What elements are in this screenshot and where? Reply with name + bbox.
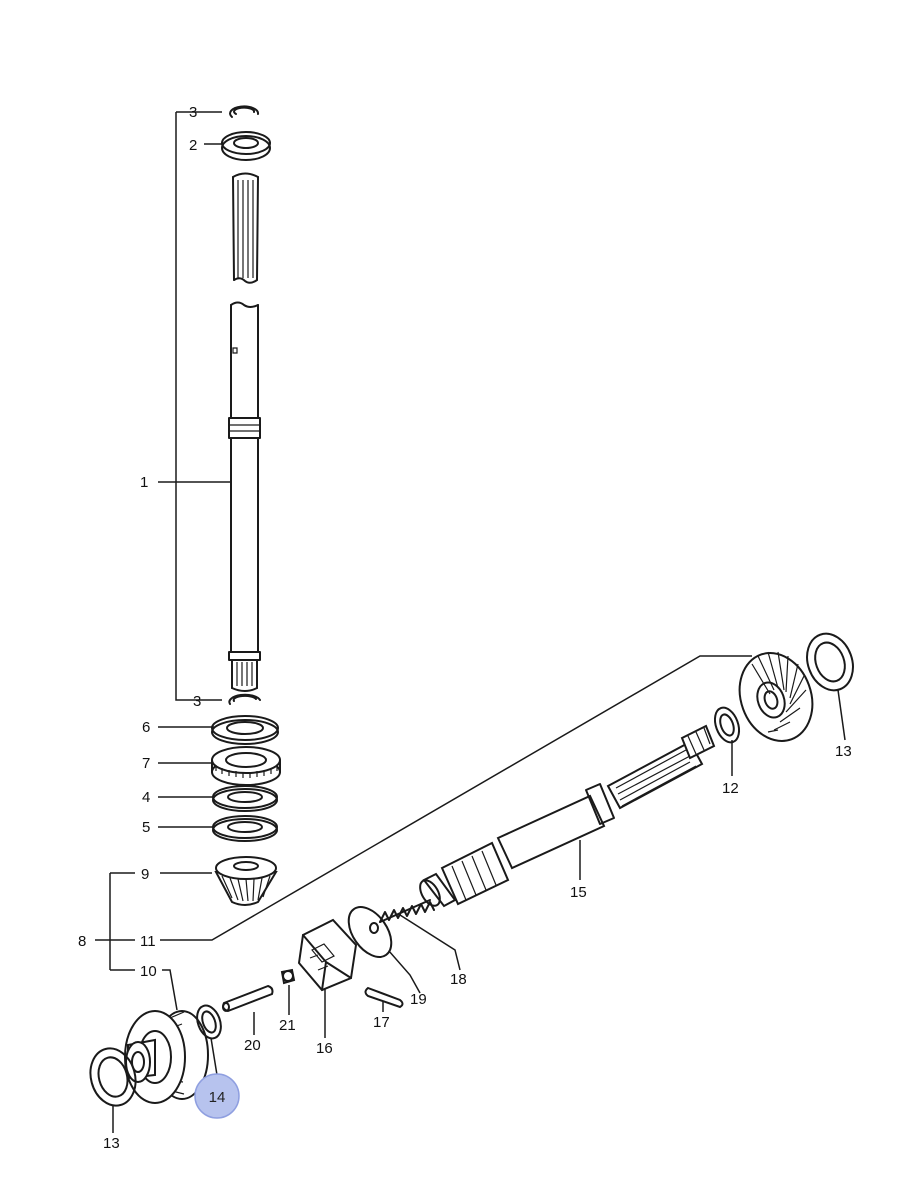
spring-18 <box>379 899 435 923</box>
callout-labels: 3 2 1 3 6 7 4 5 9 8 11 10 12 13 15 18 19… <box>78 104 852 1152</box>
highlighted-callout-14[interactable]: 14 <box>194 1073 240 1119</box>
propeller-shaft <box>419 724 716 908</box>
callout-2: 2 <box>189 137 197 154</box>
callout-1: 1 <box>140 474 148 491</box>
callout-5: 5 <box>142 819 150 836</box>
shim-13-right <box>806 632 854 692</box>
callout-12: 12 <box>722 780 739 797</box>
callout-7: 7 <box>142 755 150 772</box>
bearing-7 <box>211 746 281 786</box>
drive-shaft <box>228 172 261 692</box>
washer-5 <box>212 815 278 842</box>
oil-seal <box>221 131 271 161</box>
shim-12 <box>713 706 741 744</box>
callout-8: 8 <box>78 933 86 950</box>
shim-13-left <box>89 1047 137 1107</box>
callout-3-bottom: 3 <box>193 693 201 710</box>
callout-14: 14 <box>209 1089 226 1106</box>
callout-6: 6 <box>142 719 150 736</box>
forward-gear <box>124 1010 209 1104</box>
callout-13-right: 13 <box>835 743 852 760</box>
shim-14 <box>196 1004 222 1040</box>
callout-16: 16 <box>316 1040 333 1057</box>
pinion-gear <box>214 856 278 906</box>
callout-4: 4 <box>142 789 150 806</box>
callout-13-left: 13 <box>103 1135 120 1152</box>
clutch-dog <box>297 918 358 992</box>
washer-4 <box>212 785 278 812</box>
callout-20: 20 <box>244 1037 261 1054</box>
callout-11: 11 <box>140 933 156 950</box>
callout-3-top: 3 <box>189 104 197 121</box>
highlight-marker[interactable] <box>194 1073 240 1119</box>
pin-20 <box>222 984 274 1013</box>
leader-lines <box>95 111 846 1133</box>
pin-17 <box>364 986 404 1009</box>
circlip-bottom <box>228 693 261 705</box>
reverse-gear <box>738 651 814 742</box>
washer-6 <box>211 715 279 745</box>
circlip-top <box>229 105 260 118</box>
callout-9: 9 <box>141 866 149 883</box>
callout-15: 15 <box>570 884 587 901</box>
ball-21 <box>280 968 296 985</box>
callout-19: 19 <box>410 991 427 1008</box>
callout-17: 17 <box>373 1014 390 1031</box>
callout-18: 18 <box>450 971 467 988</box>
callout-21: 21 <box>279 1017 296 1034</box>
callout-10: 10 <box>140 963 157 980</box>
